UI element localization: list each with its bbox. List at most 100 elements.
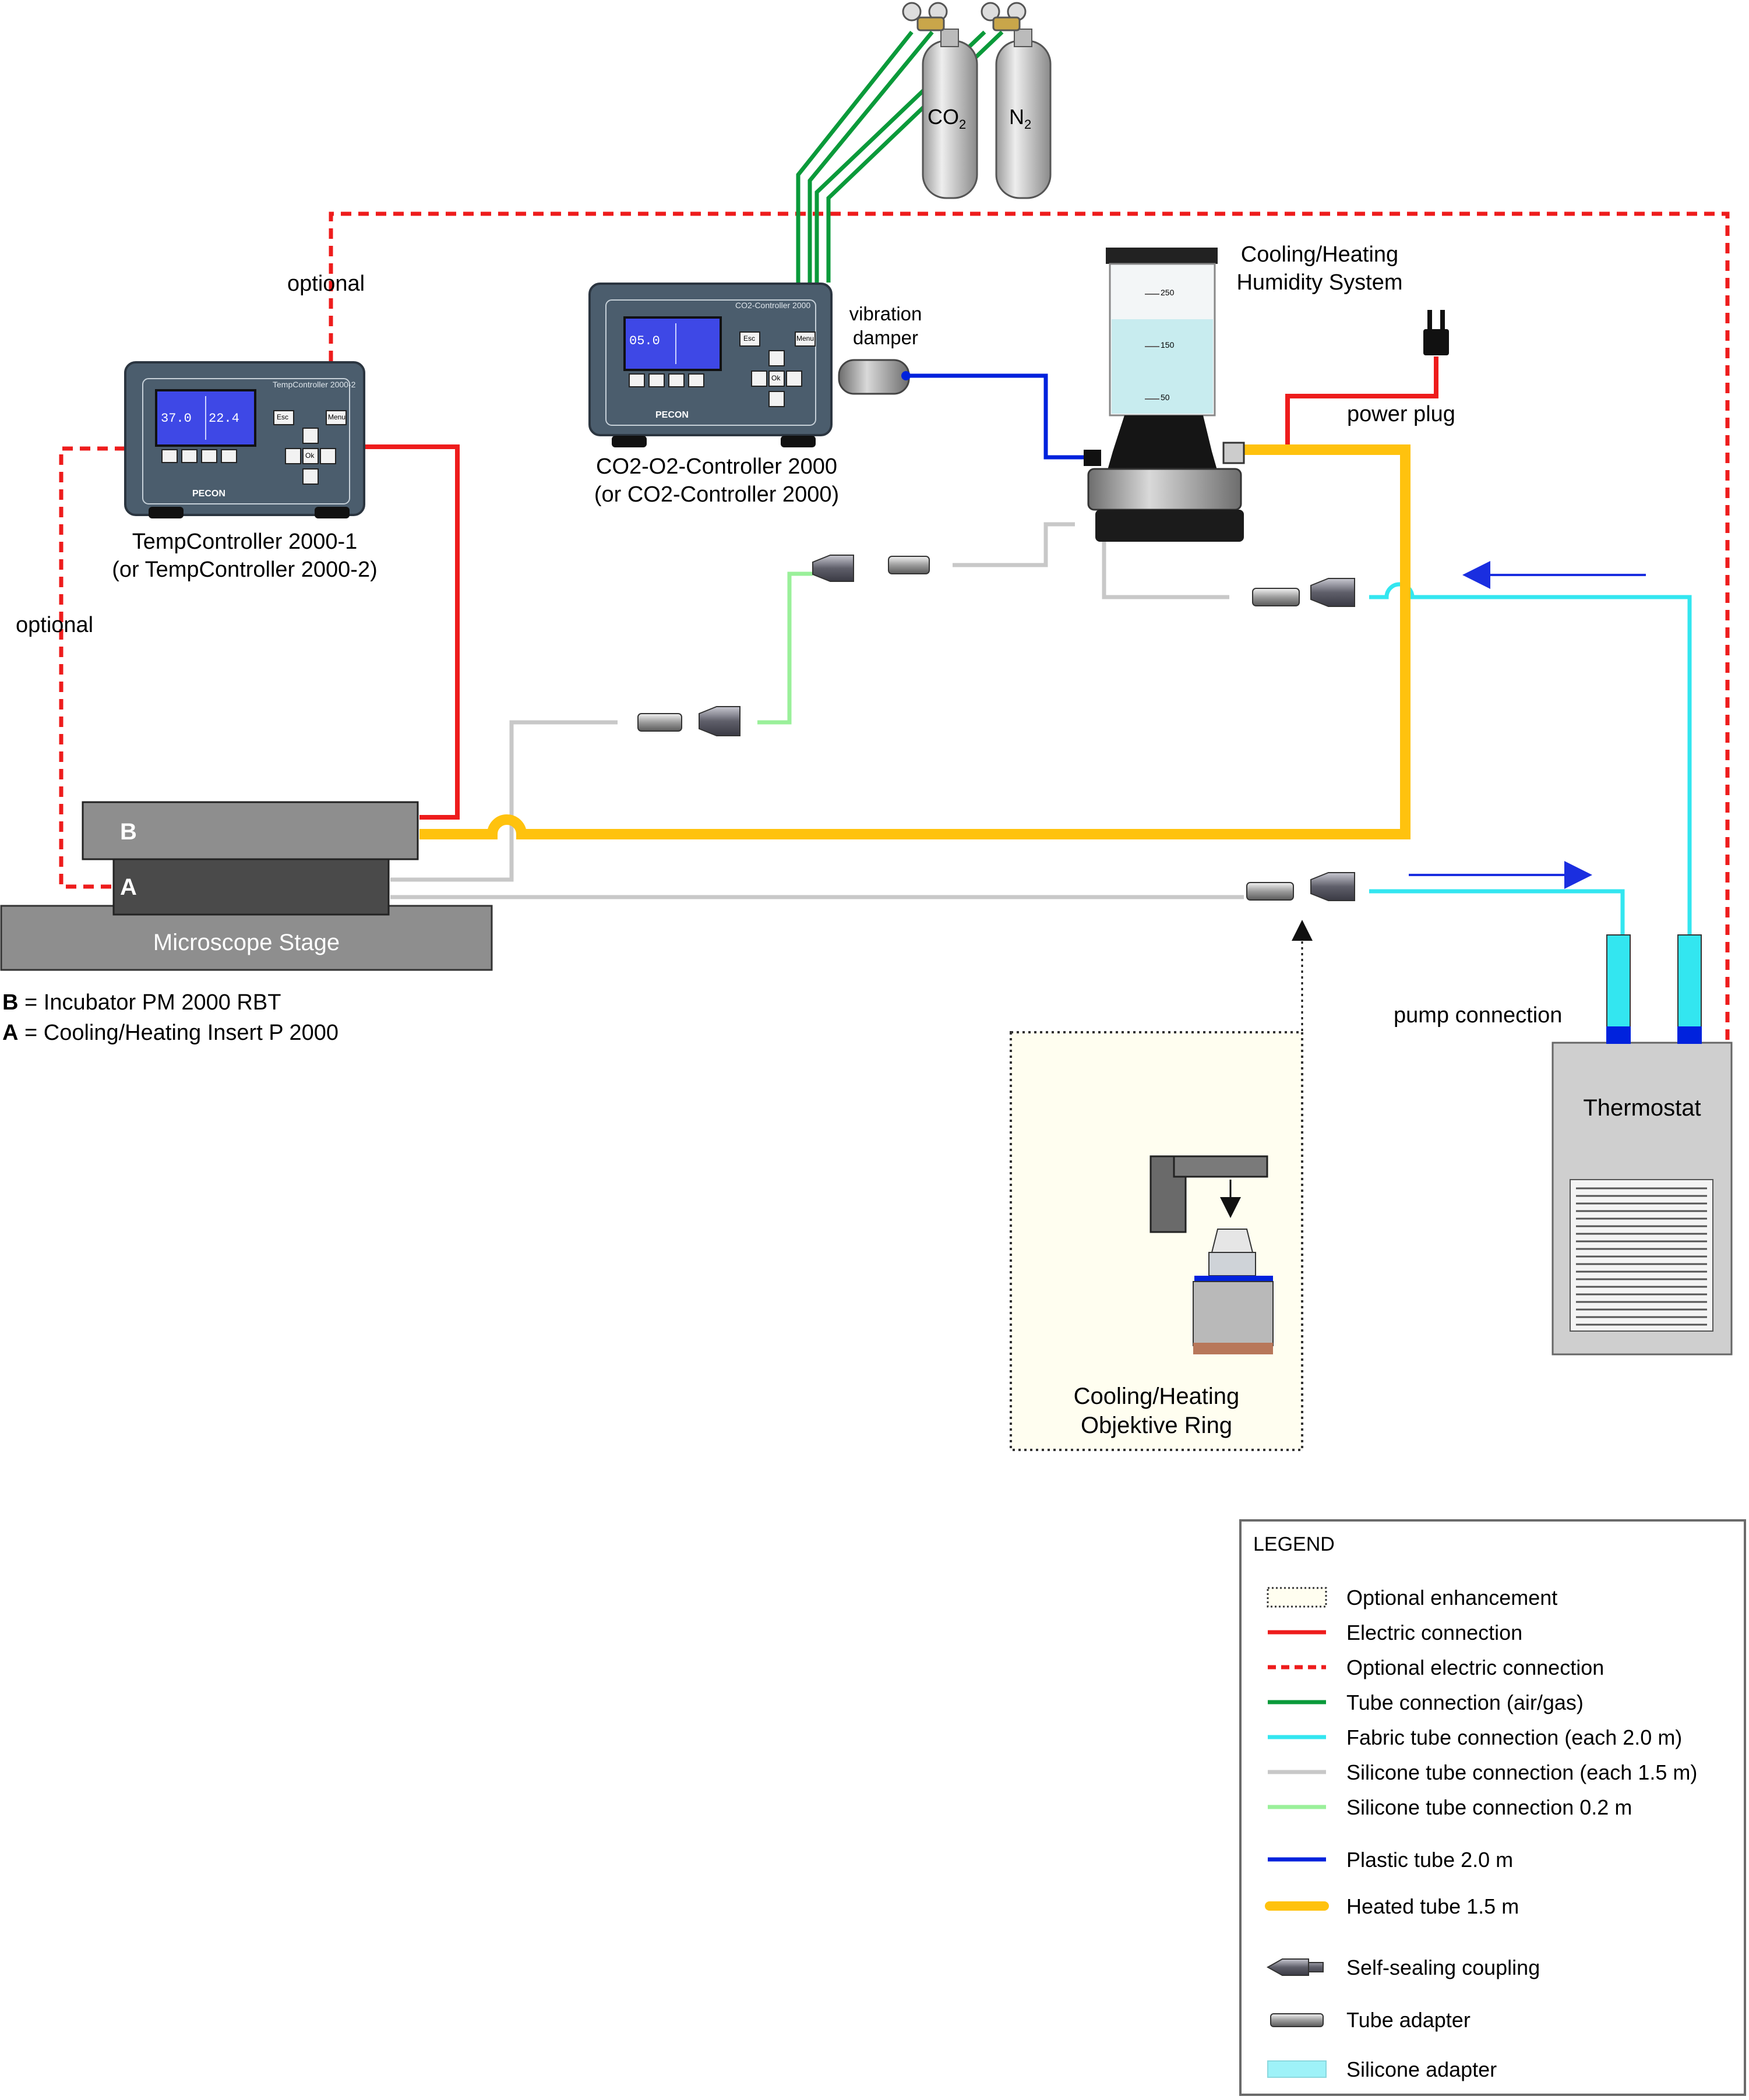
stage-layer-a-label: A — [120, 874, 137, 900]
n2-cylinder-label-sub: 2 — [1024, 117, 1032, 132]
legend-label: Silicone tube connection (each 1.5 m) — [1346, 1760, 1698, 1784]
vibration-damper-device — [838, 359, 911, 395]
plastic-tube — [906, 373, 1092, 460]
legend-item-gas-tube: Tube connection (air/gas) — [1242, 1685, 1744, 1720]
gas-regulator-icons — [902, 2, 1027, 31]
temp-controller-panel-title: TempController 2000-2 — [273, 380, 356, 389]
legend-item-plastic-tube: Plastic tube 2.0 m — [1242, 1842, 1744, 1877]
co2-controller-esc-button: Esc — [743, 334, 756, 343]
yellow-thick-line-icon — [1265, 1901, 1329, 1911]
power-plug-caption: power plug — [1347, 402, 1455, 426]
co2-cylinder-label-sub: 2 — [959, 117, 967, 132]
n2-cylinder-label-main: N — [1009, 105, 1024, 129]
co2-cylinder-label: CO2 — [928, 104, 966, 133]
temp-controller-ok-button: Ok — [305, 451, 315, 460]
legend-item-coupling: Self-sealing coupling — [1242, 1950, 1744, 1985]
optional-label-left: optional — [16, 613, 94, 637]
silicone-adapter-icon — [1267, 2060, 1327, 2078]
n2-cylinder-label: N2 — [1009, 104, 1031, 133]
vibration-damper-caption-line1: vibration — [849, 303, 922, 324]
humidity-system-caption-line1: Cooling/Heating — [1240, 242, 1399, 267]
stage-key-a-letter: A — [2, 1021, 19, 1045]
self-sealing-coupling-icon — [1266, 1958, 1324, 1976]
legend-item-silicone-short: Silicone tube connection 0.2 m — [1242, 1790, 1744, 1824]
legend: LEGEND Optional enhancement Electric con… — [1239, 1519, 1746, 2096]
thermostat-label: Thermostat — [1583, 1095, 1701, 1121]
co2-controller-caption-line2: (or CO2-Controller 2000) — [594, 482, 840, 507]
temp-controller-caption: TempController 2000-1 (or TempController… — [93, 528, 396, 584]
co2-cylinder-label-main: CO — [928, 105, 959, 129]
power-plug-icon — [1423, 310, 1449, 355]
n2-cylinder — [995, 29, 1052, 199]
optional-electric-lines — [59, 211, 1730, 1046]
temp-controller-esc-button: Esc — [277, 413, 289, 421]
stage-key-b: B = Incubator PM 2000 RBT — [2, 989, 281, 1017]
legend-item-silicone-adapter: Silicone adapter — [1242, 2052, 1744, 2087]
temp-controller-device — [124, 361, 365, 518]
objective-ring-caption-line2: Objektive Ring — [1080, 1413, 1233, 1438]
humidity-scale-50: 50 — [1161, 393, 1170, 402]
fabric-tubes — [1369, 582, 1692, 938]
co2-controller-caption: CO2-O2-Controller 2000 (or CO2-Controlle… — [559, 453, 874, 509]
legend-label: Tube adapter — [1346, 2008, 1471, 2032]
electric-lines — [352, 357, 1438, 820]
legend-label: Plastic tube 2.0 m — [1346, 1848, 1514, 1872]
microscope-stage-device — [0, 801, 493, 971]
legend-item-adapter: Tube adapter — [1242, 2002, 1744, 2037]
green-line-icon — [1268, 1700, 1326, 1704]
temp-controller-display-right: 22.4 — [209, 411, 239, 426]
vibration-damper-caption: vibration damper — [830, 302, 941, 350]
objective-ring-optional-box — [1010, 1031, 1303, 1451]
vibration-damper-caption-line2: damper — [853, 327, 918, 349]
grey-line-icon — [1268, 1770, 1326, 1774]
legend-label: Silicone tube connection 0.2 m — [1346, 1795, 1632, 1819]
legend-item-optional-electric: Optional electric connection — [1242, 1650, 1744, 1685]
objective-ring-caption: Cooling/Heating Objektive Ring — [1011, 1382, 1302, 1440]
co2-controller-menu-button: Menu — [796, 334, 814, 343]
legend-label: Heated tube 1.5 m — [1346, 1894, 1519, 1918]
co2-cylinder — [922, 29, 978, 199]
stage-key-a: A = Cooling/Heating Insert P 2000 — [2, 1019, 338, 1047]
objective-ring-caption-line1: Cooling/Heating — [1073, 1383, 1240, 1409]
legend-item-silicone-tube: Silicone tube connection (each 1.5 m) — [1242, 1755, 1744, 1790]
legend-item-optional-enhancement: Optional enhancement — [1242, 1580, 1744, 1615]
humidity-system-caption-line2: Humidity System — [1236, 270, 1403, 295]
co2-controller-device — [588, 283, 833, 447]
heated-tube — [419, 444, 1411, 839]
legend-item-heated-tube: Heated tube 1.5 m — [1242, 1889, 1744, 1923]
co2-controller-caption-line1: CO2-O2-Controller 2000 — [596, 454, 837, 479]
legend-label: Optional enhancement — [1346, 1586, 1558, 1610]
temp-controller-display-left: 37.0 — [161, 411, 192, 426]
legend-label: Tube connection (air/gas) — [1346, 1690, 1584, 1714]
temp-controller-caption-line1: TempController 2000-1 — [132, 530, 358, 554]
stage-key-a-text: = Cooling/Heating Insert P 2000 — [18, 1021, 339, 1045]
legend-title: LEGEND — [1253, 1533, 1335, 1555]
cyan-line-icon — [1268, 1735, 1326, 1739]
co2-controller-brand: PECON — [655, 410, 689, 420]
co2-controller-display-value: 05.0 — [629, 334, 660, 348]
thermostat-device — [1551, 934, 1733, 1356]
optional-label-top: optional — [287, 271, 365, 296]
legend-label: Electric connection — [1346, 1621, 1523, 1644]
legend-label: Optional electric connection — [1346, 1656, 1605, 1679]
temp-controller-menu-button: Menu — [328, 413, 346, 421]
temp-controller-brand: PECON — [192, 489, 225, 499]
pump-connection-caption: pump connection — [1394, 1003, 1563, 1028]
humidity-scale-150: 150 — [1161, 340, 1175, 350]
red-line-icon — [1268, 1630, 1326, 1635]
stage-key-b-text: = Incubator PM 2000 RBT — [18, 990, 281, 1015]
humidity-scale-250: 250 — [1161, 288, 1175, 297]
temp-controller-caption-line2: (or TempController 2000-2) — [112, 557, 378, 582]
blue-line-icon — [1268, 1857, 1326, 1862]
objective-ring-device — [1149, 1155, 1274, 1354]
legend-label: Silicone adapter — [1346, 2057, 1497, 2081]
humidity-system-caption: Cooling/Heating Humidity System — [1215, 241, 1424, 297]
dotted-box-icon — [1267, 1587, 1327, 1608]
legend-item-fabric-tube: Fabric tube connection (each 2.0 m) — [1242, 1720, 1744, 1755]
legend-item-electric: Electric connection — [1242, 1615, 1744, 1650]
stage-layer-b-label: B — [120, 819, 137, 845]
co2-controller-panel-title: CO2-Controller 2000 — [735, 301, 811, 310]
microscope-stage-label: Microscope Stage — [153, 930, 340, 955]
legend-label: Self-sealing coupling — [1346, 1956, 1540, 1979]
